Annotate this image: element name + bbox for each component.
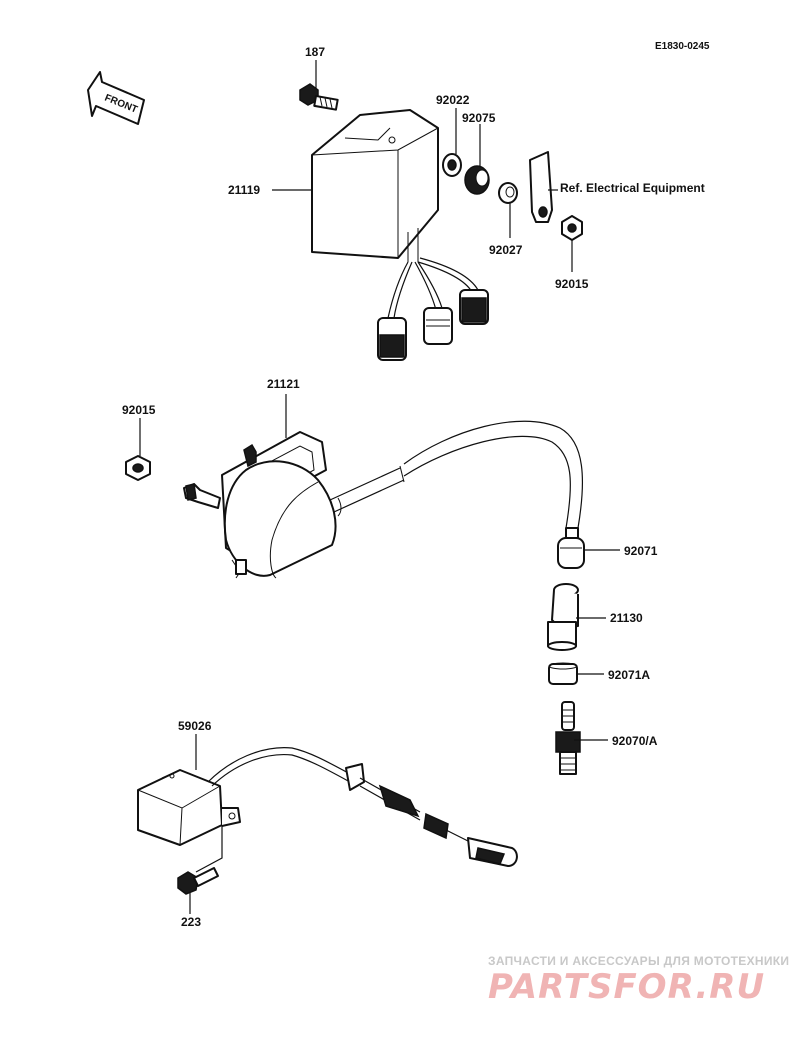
diagram-code: E1830-0245 [655, 41, 710, 52]
grommet-92075 [464, 165, 490, 195]
callout-21121: 21121 [267, 377, 300, 391]
callout-92027: 92027 [489, 243, 523, 257]
spark-plug-92070A [555, 701, 581, 775]
callout-92022: 92022 [436, 93, 470, 107]
callout-223: 223 [181, 915, 201, 929]
collar-92027 [498, 182, 518, 204]
callout-92075: 92075 [462, 111, 496, 125]
watermark-logo: PARTSFOR.RU [488, 967, 765, 1007]
callout-92070A: 92070/A [612, 734, 658, 748]
bracket-ref [529, 151, 553, 223]
ignition-coil [183, 420, 584, 579]
leader-lines [139, 60, 620, 914]
ref-electrical-equipment: Ref. Electrical Equipment [560, 181, 705, 195]
ring-92071A [548, 662, 578, 685]
nut-92015-top [561, 215, 583, 241]
callout-59026: 59026 [178, 719, 212, 733]
bolt-187 [299, 83, 339, 111]
cdi-unit [311, 109, 489, 361]
callout-92071: 92071 [624, 544, 658, 558]
bolt-223 [177, 867, 219, 895]
plug-cap-21130 [547, 583, 579, 651]
callout-21119: 21119 [228, 183, 260, 197]
nut-92015-left [125, 455, 151, 481]
regulator-59026 [137, 747, 518, 867]
callout-21130: 21130 [610, 611, 643, 625]
front-arrow: FRONT [87, 71, 145, 125]
callout-92071A: 92071A [608, 668, 650, 682]
washer-92022 [442, 153, 462, 177]
cap-92071 [557, 537, 585, 569]
watermark-tagline: ЗАПЧАСТИ И АКСЕССУАРЫ ДЛЯ МОТОТЕХНИКИ [488, 954, 789, 968]
callout-92015-top: 92015 [555, 277, 589, 291]
callout-92015-left: 92015 [122, 403, 156, 417]
callout-187: 187 [305, 45, 325, 59]
